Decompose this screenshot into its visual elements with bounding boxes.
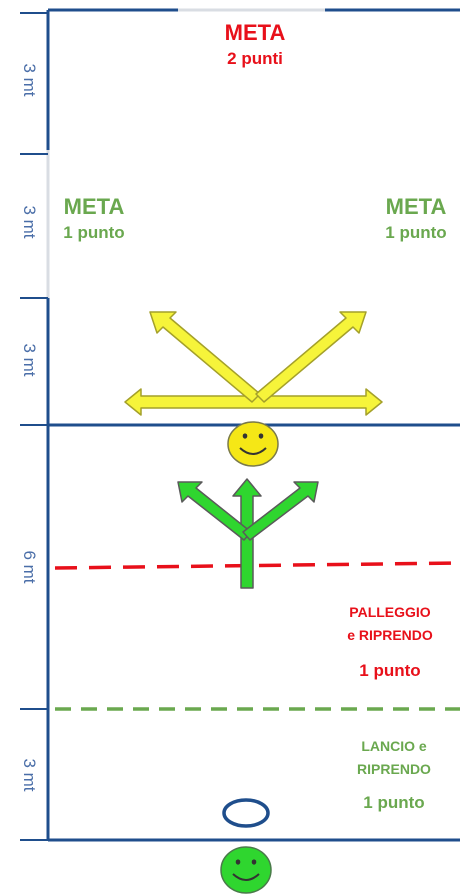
goal-openings xyxy=(46,8,325,298)
right-goal-points: 1 punto xyxy=(385,223,446,242)
left-goal-title: META xyxy=(64,194,125,219)
distance-label-1: 3 mt xyxy=(20,63,39,96)
bounce-line-dashed xyxy=(54,561,460,570)
bounce-zone-line2: e RIPRENDO xyxy=(347,627,433,643)
throw-zone-points: 1 punto xyxy=(363,793,424,812)
top-goal-points: 2 punti xyxy=(227,49,283,68)
distance-ticks xyxy=(20,12,48,841)
distance-label-2: 3 mt xyxy=(20,205,39,238)
left-goal-points: 1 punto xyxy=(63,223,124,242)
throw-zone-line2: RIPRENDO xyxy=(357,761,431,777)
bounce-zone-points: 1 punto xyxy=(359,661,420,680)
ball-ring-icon xyxy=(222,798,270,828)
horizontal-double-arrow xyxy=(124,388,383,416)
distance-label-3: 3 mt xyxy=(20,343,39,376)
bounce-zone-line1: PALLEGGIO xyxy=(349,604,431,620)
distance-label-5: 3 mt xyxy=(20,758,39,791)
throw-zone-line1: LANCIO e xyxy=(361,738,427,754)
green-player-smiley-face-icon xyxy=(220,846,272,894)
yellow-player-smiley-face-icon xyxy=(227,421,279,467)
diagonal-arrow-upper-left xyxy=(149,311,261,403)
right-goal-title: META xyxy=(386,194,447,219)
diagonal-arrow-right xyxy=(242,481,319,541)
top-goal-title: META xyxy=(225,20,286,45)
yellow-direction-arrows-icon xyxy=(124,311,383,416)
diagonal-arrow-upper-right xyxy=(255,311,367,403)
distance-label-4: 6 mt xyxy=(20,550,39,583)
green-direction-arrows-icon xyxy=(177,478,319,589)
